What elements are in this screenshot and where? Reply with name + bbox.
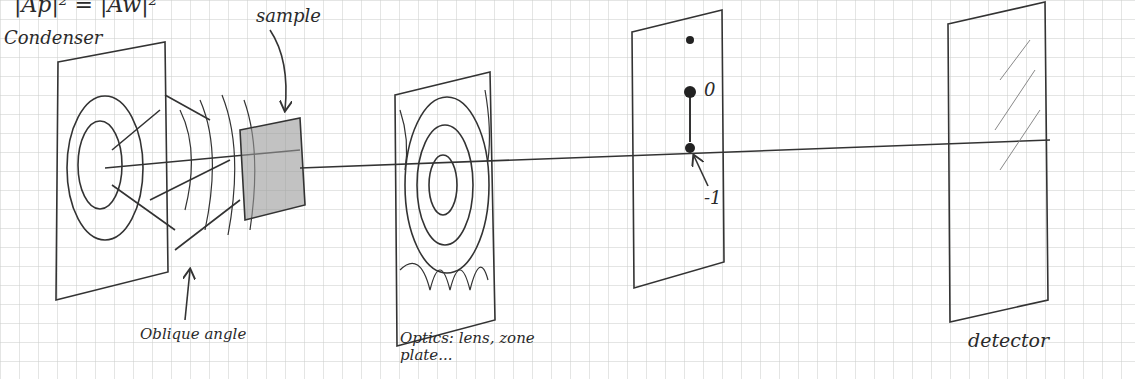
part-name: sample — [256, 6, 321, 27]
part-name: Condenser — [4, 28, 102, 49]
angle-label: Oblique angle — [140, 326, 246, 343]
part-name: detector — [968, 330, 1049, 352]
order-label: -1 — [704, 188, 722, 209]
optics-note: Optics: lens, zone plate... — [400, 330, 550, 365]
equation-label: |Ap|² = |Aw|² — [14, 0, 157, 17]
order-label: 0 — [704, 80, 715, 101]
